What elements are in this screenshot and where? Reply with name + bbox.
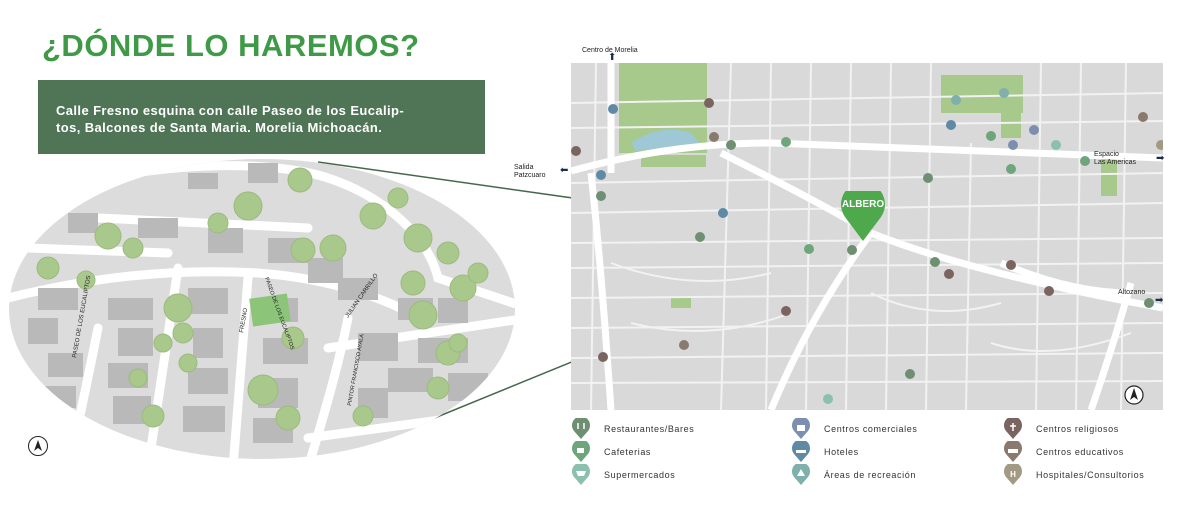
legend-label: Centros religiosos bbox=[1036, 424, 1119, 434]
arrow-right-icon-2: ➡ bbox=[1155, 295, 1164, 306]
street-label-fresno: FRESNO bbox=[239, 307, 249, 333]
legend-item-malls: Centros comerciales bbox=[790, 418, 917, 440]
map-label-centro: Centro de Morelia bbox=[582, 47, 638, 54]
bed-icon bbox=[792, 441, 810, 462]
legend-label: Supermercados bbox=[604, 470, 676, 480]
address-box: Calle Fresno esquina con calle Paseo de … bbox=[38, 80, 485, 154]
legend-item-recreation: Áreas de recreación bbox=[790, 464, 916, 486]
cart-icon bbox=[572, 464, 590, 485]
svg-text:H: H bbox=[1010, 470, 1016, 479]
map-label-salida-2: Patzcuaro bbox=[514, 172, 546, 179]
legend-label: Cafeterias bbox=[604, 447, 652, 457]
legend-label: Hoteles bbox=[824, 447, 859, 457]
map-label-salida-1: Salida bbox=[514, 164, 534, 171]
legend-label: Centros educativos bbox=[1036, 447, 1124, 457]
fork-knife-icon bbox=[572, 418, 590, 439]
map-label-espacio-1: Espacio bbox=[1094, 151, 1119, 158]
legend-item-supermarkets: Supermercados bbox=[570, 464, 675, 486]
legend-item-restaurants: Restaurantes/Bares bbox=[570, 418, 694, 440]
neighborhood-map[interactable]: PASEO DE LOS EUCALIPTOS FRESNO PASEO DE … bbox=[8, 158, 516, 460]
tree-icon bbox=[792, 464, 810, 485]
arrow-right-icon: ➡ bbox=[1156, 153, 1165, 164]
page-title: ¿DÓNDE LO HAREMOS? bbox=[42, 28, 420, 63]
book-icon bbox=[1004, 441, 1022, 462]
area-map[interactable]: ALBERO bbox=[571, 63, 1163, 410]
legend-item-hospitals: H Hospitales/Consultorios bbox=[1002, 464, 1144, 486]
north-compass-icon bbox=[28, 436, 48, 456]
arrow-up-icon: ⬆ bbox=[608, 52, 617, 63]
coffee-cup-icon bbox=[572, 441, 590, 462]
legend-label: Centros comerciales bbox=[824, 424, 918, 434]
legend-label: Áreas de recreación bbox=[824, 470, 916, 480]
map-label-espacio-2: Las Americas bbox=[1094, 159, 1137, 166]
cross-icon bbox=[1004, 418, 1022, 439]
address-line-1: Calle Fresno esquina con calle Paseo de … bbox=[56, 103, 405, 118]
albero-marker-label: ALBERO bbox=[841, 199, 885, 210]
arrow-left-icon: ⬅ bbox=[560, 165, 569, 176]
hospital-icon: H bbox=[1004, 464, 1022, 485]
legend-item-religious: Centros religiosos bbox=[1002, 418, 1119, 440]
legend-label: Hospitales/Consultorios bbox=[1036, 470, 1145, 480]
legend-item-education: Centros educativos bbox=[1002, 441, 1124, 463]
map-label-altozano: Altozano bbox=[1118, 289, 1146, 296]
shopping-bag-icon bbox=[792, 418, 810, 439]
legend-label: Restaurantes/Bares bbox=[604, 424, 695, 434]
legend-item-hotels: Hoteles bbox=[790, 441, 859, 463]
legend-item-cafes: Cafeterias bbox=[570, 441, 651, 463]
address-line-2: tos, Balcones de Santa Maria. Morelia Mi… bbox=[56, 120, 383, 135]
albero-location-marker[interactable]: ALBERO bbox=[835, 191, 891, 243]
